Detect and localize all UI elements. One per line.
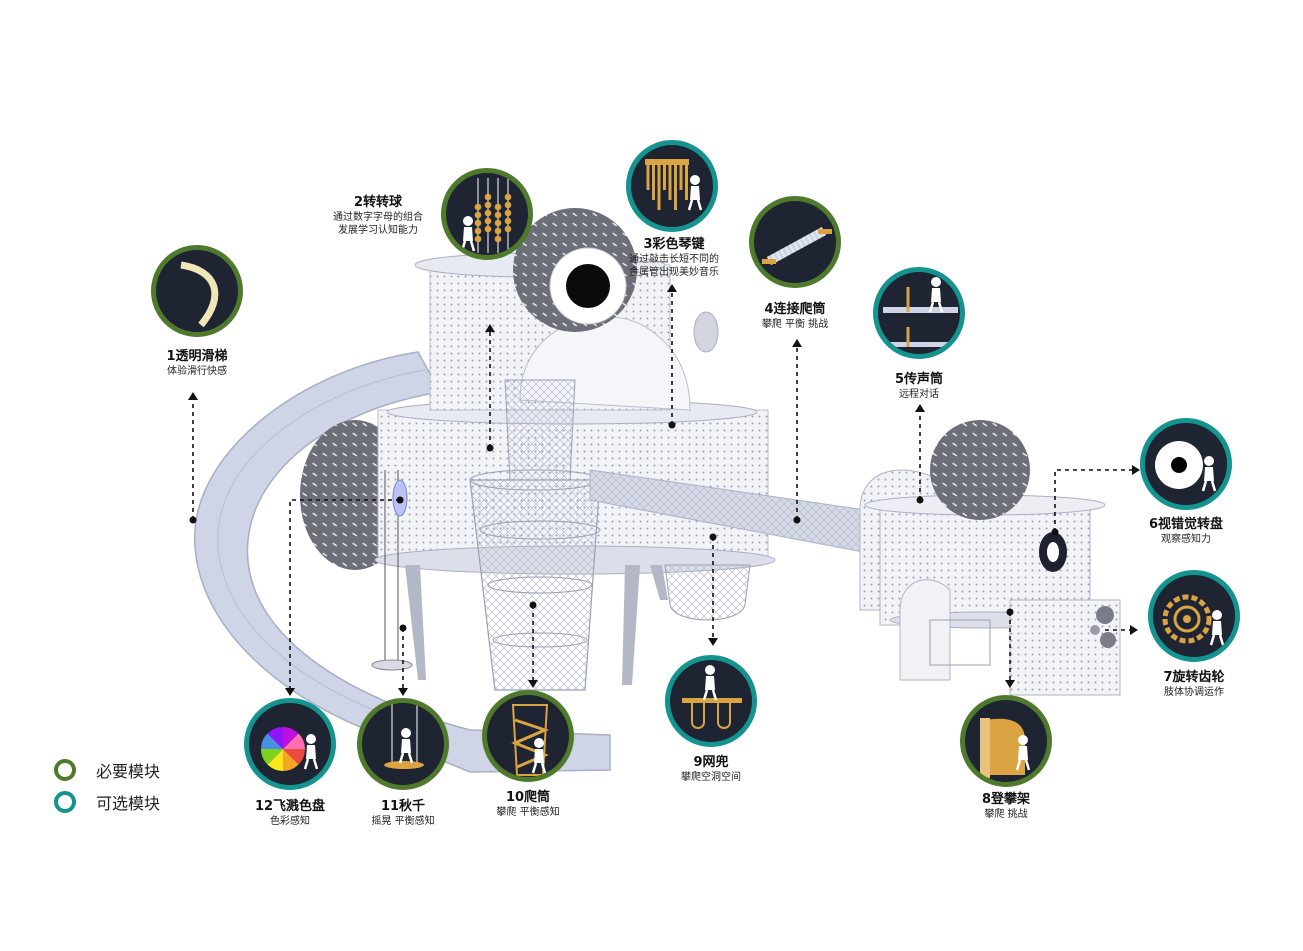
legend-optional-label: 可选模块 <box>96 794 161 813</box>
module-title: 5传声筒 <box>894 372 944 387</box>
illusion-disc-icon <box>1140 418 1232 510</box>
module-title: 7旋转齿轮 <box>1163 670 1225 685</box>
module-title: 8登攀架 <box>981 792 1031 807</box>
module-desc: 金属管出现美妙音乐 <box>629 267 719 278</box>
module-label: 4连接爬筒 攀爬 平衡 挑战 <box>745 302 845 331</box>
module-desc: 通过敲击长短不同的 <box>629 254 719 265</box>
module-desc: 体验滑行快感 <box>167 366 227 377</box>
module-desc: 摇晃 平衡感知 <box>371 816 435 827</box>
module-desc: 观察感知力 <box>1161 534 1211 545</box>
module-label: 3彩色琴键 通过敲击长短不同的 金属管出现美妙音乐 <box>612 237 736 279</box>
module-label: 7旋转齿轮 肢体协调运作 <box>1140 670 1248 699</box>
legend-optional-ring <box>54 791 76 813</box>
callout-arrowheads <box>188 284 1140 696</box>
voice-tube-icon-art <box>883 277 958 347</box>
swing-icon <box>357 698 449 790</box>
module-label: 8登攀架 攀爬 挑战 <box>956 792 1056 821</box>
module-desc: 肢体协调运作 <box>1164 687 1224 698</box>
transparent-slide <box>194 351 611 773</box>
net-pocket <box>664 564 751 621</box>
legend-required-ring <box>54 759 76 781</box>
module-title: 4连接爬筒 <box>764 302 826 317</box>
module-desc: 色彩感知 <box>270 816 310 827</box>
gear-icon <box>1148 570 1240 662</box>
module-title: 1透明滑梯 <box>166 349 228 364</box>
module-label: 12飞溅色盘 色彩感知 <box>240 799 340 828</box>
chimes-icon-art <box>645 159 703 211</box>
module-title: 3彩色琴键 <box>643 237 705 252</box>
illusion-disc-icon-art <box>1155 441 1217 492</box>
climbing-frame-icon <box>960 695 1052 787</box>
net-pocket-icon <box>665 655 757 747</box>
module-desc: 攀爬 挑战 <box>984 809 1028 820</box>
module-desc: 远程对话 <box>899 389 939 400</box>
color-wheel-icon-art <box>261 727 319 771</box>
legend-optional: 可选模块 <box>54 790 160 814</box>
legend-required: 必要模块 <box>54 758 160 782</box>
module-label: 10爬筒 攀爬 平衡感知 <box>478 790 578 819</box>
module-label: 5传声筒 远程对话 <box>873 372 965 401</box>
slide-icon <box>151 245 243 337</box>
module-desc: 攀爬空洞空间 <box>681 772 741 783</box>
abacus-icon-art <box>460 178 512 253</box>
module-desc: 通过数字字母的组合 <box>333 212 423 223</box>
abacus-icon <box>441 168 533 260</box>
module-title: 10爬筒 <box>505 790 551 805</box>
module-label: 2转转球 通过数字字母的组合 发展学习认知能力 <box>315 195 441 237</box>
callout-lines <box>192 290 1132 690</box>
tunnel-icon <box>749 196 841 288</box>
callout-dots <box>189 421 1059 632</box>
climbing-frame-icon-art <box>980 718 1031 778</box>
module-title: 12飞溅色盘 <box>254 799 326 814</box>
module-label: 11秋千 摇晃 平衡感知 <box>353 799 453 828</box>
slide-icon-art <box>180 261 219 328</box>
module-label: 9网兜 攀爬空洞空间 <box>661 755 761 784</box>
color-wheel-icon <box>244 698 336 790</box>
module-label: 1透明滑梯 体验滑行快感 <box>151 349 243 378</box>
gear-icon-art <box>1162 594 1225 646</box>
module-desc: 攀爬 平衡感知 <box>496 807 560 818</box>
module-title: 9网兜 <box>693 755 729 770</box>
legend-required-label: 必要模块 <box>96 762 161 781</box>
net-pocket-icon-art <box>682 665 742 729</box>
module-desc: 发展学习认知能力 <box>338 225 418 236</box>
module-desc: 攀爬 平衡 挑战 <box>761 319 829 330</box>
net-climbing-tower <box>469 379 601 691</box>
right-tower <box>859 420 1121 696</box>
module-title: 6视错觉转盘 <box>1148 517 1224 532</box>
tunnel-icon-art <box>762 227 832 265</box>
swing-icon-art <box>384 703 424 769</box>
module-label: 6视错觉转盘 观察感知力 <box>1132 517 1240 546</box>
module-title: 11秋千 <box>380 799 426 814</box>
climbing-tube-icon-art <box>511 704 550 776</box>
module-title: 2转转球 <box>353 195 403 210</box>
chimes-icon <box>626 140 718 232</box>
voice-tube-icon <box>873 267 965 359</box>
climbing-tube-icon <box>482 690 574 782</box>
